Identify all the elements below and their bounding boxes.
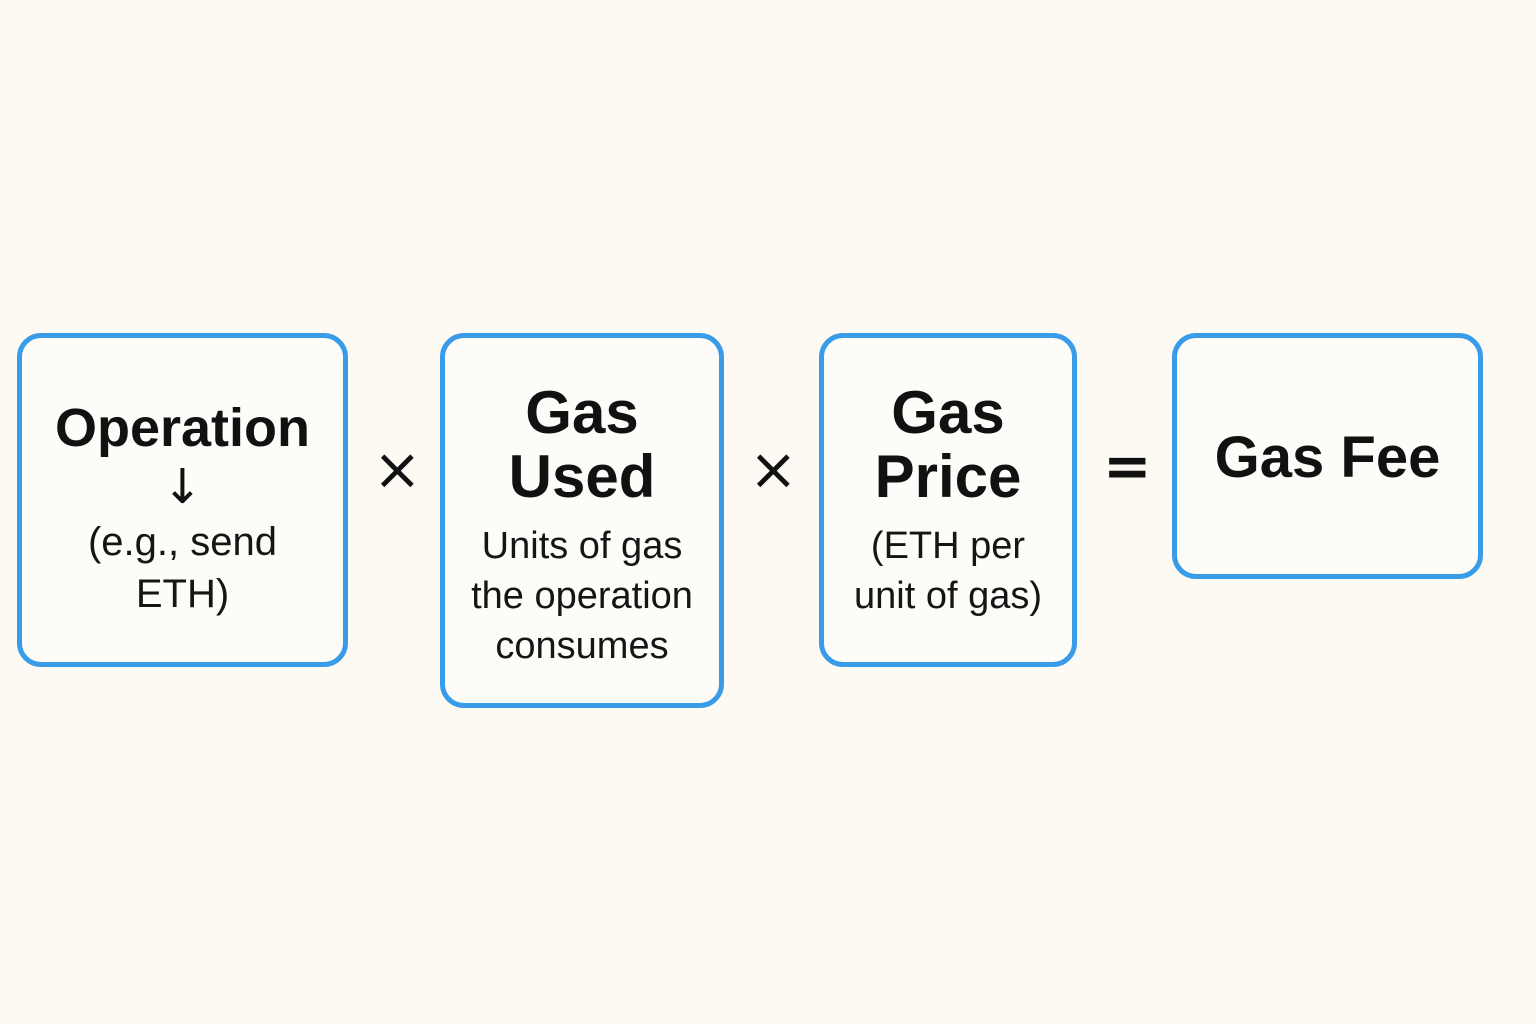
gas-price-title-line-2: Price bbox=[874, 443, 1022, 510]
down-arrow-icon: ↓ bbox=[162, 459, 203, 515]
gas-price-title-line-1: Gas bbox=[891, 379, 1005, 446]
gas-used-desc-line-1: Units of gas bbox=[481, 525, 683, 567]
gas-used-box: Gas Used Units of gas the operation cons… bbox=[440, 333, 724, 708]
operation-desc-line-2: ETH) bbox=[135, 572, 230, 616]
gas-used-title-line-1: Gas bbox=[525, 379, 639, 446]
gas-price-desc: (ETH per unit of gas) bbox=[854, 509, 1042, 621]
gas-price-desc-line-2: unit of gas) bbox=[854, 575, 1042, 617]
multiply-operator: × bbox=[373, 435, 422, 503]
gas-price-box: Gas Price (ETH per unit of gas) bbox=[819, 333, 1077, 667]
gas-used-desc: Units of gas the operation consumes bbox=[471, 509, 693, 671]
multiply-operator: × bbox=[749, 435, 798, 503]
operation-desc-line-1: (e.g., send bbox=[87, 520, 277, 564]
operation-title: Operation bbox=[54, 398, 311, 458]
gas-used-desc-line-2: the operation bbox=[471, 575, 693, 617]
equals-operator: = bbox=[1103, 432, 1152, 500]
gas-fee-box: Gas Fee bbox=[1172, 333, 1483, 579]
gas-used-title-line-2: Used bbox=[508, 443, 656, 510]
operation-box: Operation ↓ (e.g., send ETH) bbox=[17, 333, 348, 667]
gas-fee-title: Gas Fee bbox=[1214, 425, 1441, 490]
gas-used-desc-line-3: consumes bbox=[495, 625, 669, 667]
gas-price-desc-line-1: (ETH per bbox=[870, 525, 1026, 567]
